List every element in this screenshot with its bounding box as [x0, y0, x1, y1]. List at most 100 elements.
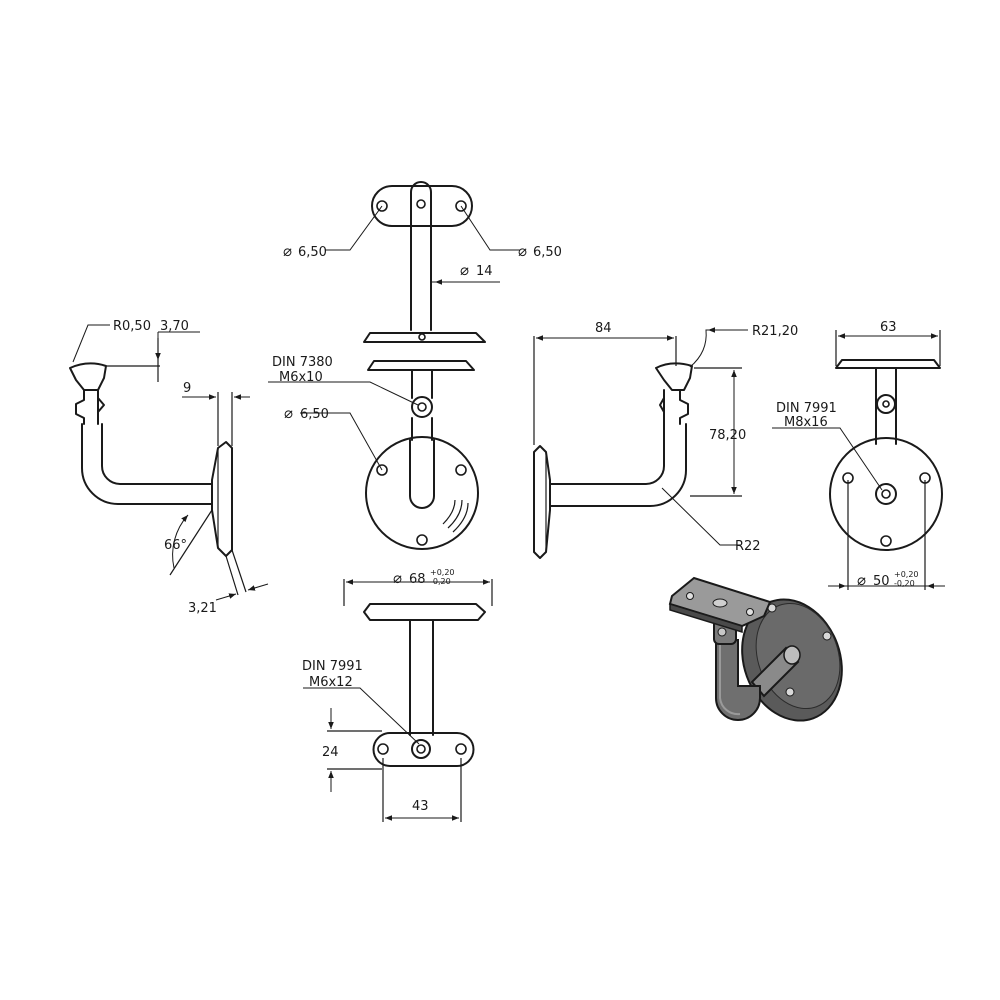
leader-hole-left: [325, 205, 383, 251]
labels-right: 84 R21,20 78,20 R22: [595, 321, 798, 554]
top-stem: [410, 181, 432, 331]
saddle-hole: [418, 333, 426, 341]
right-wall-plate: [533, 445, 551, 559]
angle-arc: [172, 514, 189, 569]
labels-front: DIN 7380 M6x10 ⌀ 6,50: [272, 355, 333, 422]
iso-saddle-hole-1: [686, 592, 694, 600]
projection-label: 84: [595, 321, 612, 336]
projection-extension: [533, 336, 677, 445]
height-extension: [690, 367, 742, 497]
left-arm: [81, 423, 213, 505]
din7380-bolt: [417, 402, 427, 412]
leader-plate-hole: [300, 412, 383, 471]
front-saddle-top: [363, 332, 486, 343]
bottom-saddle: [372, 732, 475, 767]
left-wall-plate: [211, 441, 233, 557]
plate-hole-bottom: [416, 534, 428, 546]
saddle-hole-right: [455, 743, 467, 755]
right-arm: [549, 423, 687, 507]
iso-saddle-bolt: [712, 598, 728, 608]
radius-saddle-label: R0,50: [113, 319, 151, 334]
rear-knuckle-hole: [882, 400, 890, 408]
iso-stem-highlight: [719, 640, 741, 716]
iso-plate-hole-2: [822, 631, 832, 641]
rear-hole-bottom: [880, 535, 892, 547]
right-hinge: [659, 389, 689, 425]
right-saddle: [655, 362, 693, 391]
rear-knuckle: [876, 394, 896, 414]
saddle-width-label: 43: [412, 799, 429, 814]
offset-extension: [106, 338, 160, 382]
din7991-bottom-bolt-hole: [416, 744, 426, 754]
front-hole-label: 6,50: [300, 407, 329, 422]
plate-dia-label: 68: [409, 572, 426, 587]
rear-view: [772, 330, 945, 590]
rear-wall-plate: [829, 437, 943, 551]
front-arm: [411, 417, 433, 441]
front-wall-plate: [365, 436, 479, 550]
leader-din7991-bottom: [303, 687, 420, 745]
width-extension-lines: [382, 758, 462, 822]
diameter-symbol: ⌀: [393, 569, 402, 587]
right-side-view: [533, 327, 748, 559]
leader-r2120: [689, 329, 748, 368]
bolt-circle-extension: [847, 480, 926, 590]
saddle-offset-label: 3,70: [160, 319, 189, 334]
iso-arm-end: [783, 645, 801, 665]
front-saddle-bottom: [367, 360, 475, 371]
din7991-bottom-bolt: [411, 739, 431, 759]
front-knuckle: [411, 396, 433, 418]
saddle-height-label: 24: [322, 745, 339, 760]
bottom-stem: [409, 619, 434, 736]
labels-bottom: ⌀ 68 +0,20 -0,20 DIN 7991 M6x12 24 43: [302, 568, 455, 814]
bend-radius-label: R22: [735, 539, 761, 554]
top-view: [325, 181, 520, 331]
leader-din7991-rear: [772, 427, 883, 491]
angle-line: [169, 509, 213, 576]
din7991-bottom-size: M6x12: [309, 675, 353, 690]
isometric-view: [668, 576, 843, 722]
plate-dia-tol-minus: -0,20: [430, 577, 451, 586]
bottom-wall-plate: [363, 603, 486, 621]
din7991-rear-bolt: [875, 483, 897, 505]
rear-width-extension: [835, 330, 941, 366]
bolt-circle-tol-plus: +0,20: [894, 570, 919, 579]
diameter-symbol: ⌀: [460, 261, 469, 279]
surface-hatch: [442, 499, 469, 533]
leader-din7380: [268, 381, 419, 406]
angle-label: 66°: [164, 538, 187, 553]
front-arm-lower: [409, 439, 435, 509]
iso-stem: [715, 639, 761, 721]
plate-dia-tol-plus: +0,20: [430, 568, 455, 577]
labels-top: ⌀ 6,50 ⌀ 6,50 ⌀ 14: [283, 242, 562, 279]
leader-r22: [661, 487, 740, 546]
rear-width-label: 63: [880, 320, 897, 335]
tilt-extension: [225, 549, 247, 596]
plate-hole-right: [455, 464, 467, 476]
thickness-extension: [217, 392, 233, 446]
leader-r050: [72, 324, 110, 363]
hole-dim-right-label: 6,50: [533, 245, 562, 260]
labels-left: R0,50 3,70 9 66° 3,21: [113, 319, 217, 616]
diameter-symbol: ⌀: [857, 571, 866, 589]
left-hinge: [75, 389, 105, 425]
front-stem: [411, 369, 433, 399]
left-side-view: [69, 324, 269, 601]
iso-saddle-edge: [669, 602, 743, 634]
saddle-hole-left: [377, 743, 389, 755]
tilt-offset-label: 3,21: [188, 601, 217, 616]
rear-stem: [875, 367, 897, 445]
iso-saddle-hole-2: [746, 608, 754, 616]
iso-hinge-bolt: [717, 627, 727, 637]
diameter-symbol: ⌀: [518, 242, 527, 260]
bolt-circle-tol-minus: -0,20: [894, 579, 915, 588]
din7380-size: M6x10: [279, 370, 323, 385]
din7991-rear-bolt-hole: [881, 489, 891, 499]
iso-plate-hole-3: [785, 687, 795, 697]
din7991-rear-size: M8x16: [784, 415, 828, 430]
labels-rear: 63 DIN 7991 M8x16 ⌀ 50 +0,20 -0,20: [776, 320, 919, 589]
diameter-symbol: ⌀: [284, 404, 293, 422]
din7380-name: DIN 7380: [272, 355, 333, 370]
